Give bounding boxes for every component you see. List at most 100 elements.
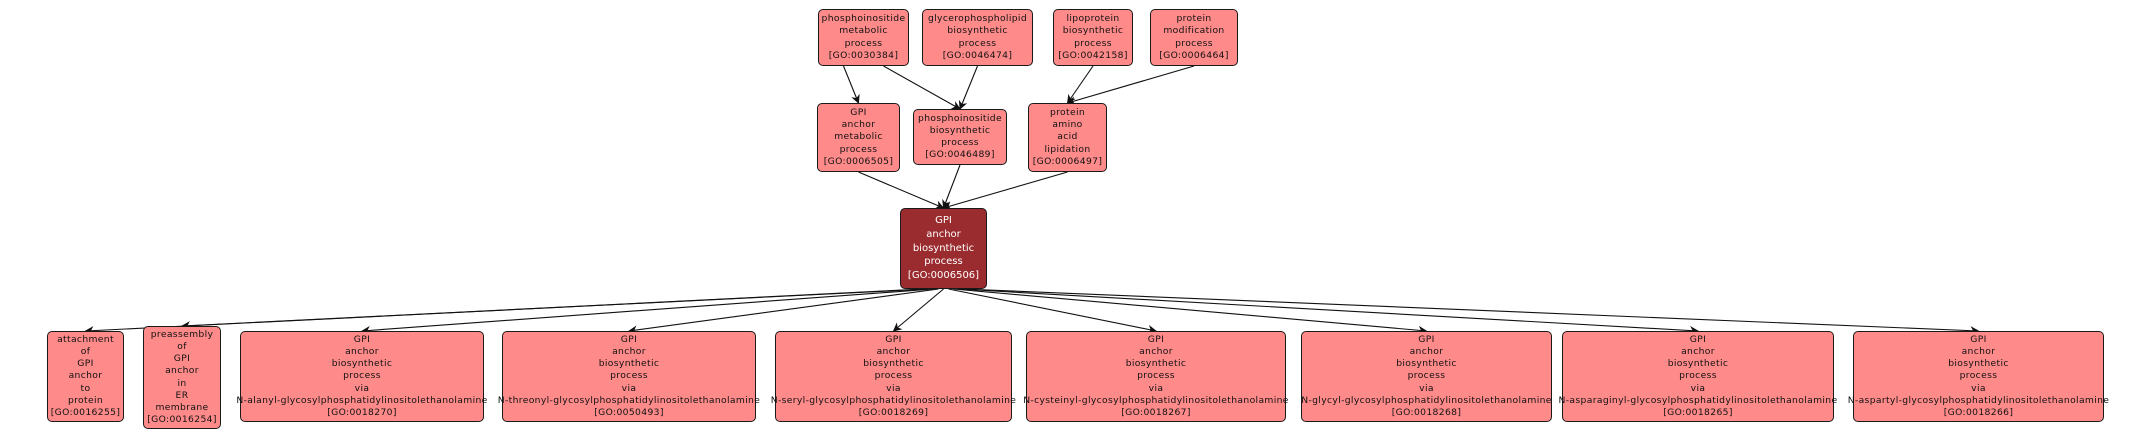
term-label-line: membrane: [155, 401, 209, 413]
term-label-line: anchor: [1681, 346, 1715, 358]
edge-arrow: [958, 65, 979, 110]
term-label-line: anchor: [165, 365, 199, 377]
term-label-line: process: [958, 37, 997, 49]
edge-arrow: [858, 171, 945, 209]
term-label-line: anchor: [1139, 346, 1173, 358]
edge-arrow: [942, 171, 1068, 211]
edge-arrow: [892, 288, 944, 332]
term-label-line: anchor: [345, 346, 379, 358]
term-label-line: GPI: [1689, 334, 1707, 346]
term-label-line: phosphoinositide: [821, 13, 906, 25]
term-label-line: GPI: [1970, 334, 1987, 346]
go-id-label: [GO:0006497]: [1032, 155, 1103, 167]
term-label-line: process: [924, 256, 963, 268]
term-label-line: to: [80, 382, 91, 394]
go-id-label: [GO:0006506]: [907, 270, 980, 282]
term-label-line: anchor: [68, 370, 103, 382]
go-id-label: [GO:0006464]: [1159, 49, 1229, 61]
term-label-line: biosynthetic: [1948, 358, 2009, 370]
go-id-label: [GO:0018270]: [327, 406, 397, 418]
term-label-line: via: [621, 382, 637, 394]
term-label-line: lipidation: [1044, 143, 1091, 155]
term-label-line: process: [343, 370, 381, 382]
term-label-line: protein: [1176, 13, 1212, 25]
edge-arrow: [958, 288, 1699, 336]
term-label-line: process: [874, 370, 913, 382]
term-label-line: GPI: [935, 215, 952, 227]
term-label-line: process: [1137, 370, 1175, 382]
term-label-line: process: [610, 370, 648, 382]
term-label-line: amino: [1052, 119, 1083, 131]
edge-arrow: [883, 65, 961, 110]
edge-arrow: [963, 288, 1980, 336]
term-label-line: N-threonyl-glycosylphosphatidylinositole…: [497, 394, 761, 406]
edge-arrow: [628, 288, 939, 335]
term-label-line: process: [941, 137, 979, 148]
term-label-line: biosynthetic: [929, 124, 991, 136]
term-label-line: anchor: [1961, 346, 1996, 358]
term-label-line: N-seryl-glycosylphosphatidylinositoletha…: [770, 394, 1017, 406]
term-label-line: protein: [67, 394, 104, 406]
term-label-line: process: [844, 37, 883, 49]
term-label-line: process: [1679, 370, 1717, 382]
term-label-line: preassembly: [150, 329, 214, 341]
go-id-label: [GO:0006505]: [823, 155, 894, 167]
go-id-label: [GO:0030384]: [828, 49, 899, 61]
term-label-line: of: [177, 341, 187, 353]
go-id-label: [GO:0016254]: [147, 413, 217, 425]
term-label-line: of: [80, 346, 91, 358]
go-id-label: [GO:0050493]: [594, 406, 664, 418]
go-id-label: [GO:0046474]: [942, 49, 1013, 61]
term-label-line: via: [354, 382, 370, 394]
term-label-line: process: [1074, 37, 1112, 49]
edge-arrow: [361, 288, 934, 335]
term-label-line: anchor: [926, 228, 961, 240]
term-label-line: biosynthetic: [1396, 358, 1457, 370]
term-label-line: biosynthetic: [598, 358, 660, 370]
go-id-label: [GO:0018265]: [1663, 406, 1733, 418]
term-label-line: process: [839, 143, 878, 155]
term-label-line: GPI: [77, 358, 94, 370]
term-label-line: ER: [175, 389, 189, 401]
term-label-line: N-cysteinyl-glycosylphosphatidylinositol…: [1023, 394, 1289, 406]
term-label-line: in: [177, 377, 187, 389]
term-label-line: protein: [1049, 107, 1086, 119]
term-label-line: via: [886, 382, 901, 394]
term-label-line: anchor: [612, 346, 646, 358]
term-label-line: via: [1419, 382, 1434, 394]
go-id-label: [GO:0018266]: [1943, 406, 2014, 418]
term-label-line: N-asparaginyl-glycosylphosphatidylinosit…: [1558, 394, 1838, 406]
edge-arrow: [1066, 65, 1094, 104]
term-label-line: GPI: [173, 353, 191, 365]
go-id-label: [GO:0046489]: [925, 149, 995, 161]
term-label-line: biosynthetic: [1667, 358, 1729, 370]
term-label-line: phosphoinositide: [918, 112, 1002, 124]
term-label-line: biosynthetic: [863, 358, 924, 370]
term-label-line: GPI: [620, 334, 638, 346]
term-label-line: process: [1959, 370, 1998, 382]
term-label-line: N-glycyl-glycosylphosphatidylinositoleth…: [1301, 394, 1552, 406]
term-label-line: biosynthetic: [331, 358, 393, 370]
term-label-line: via: [1971, 382, 1986, 394]
term-label-line: GPI: [1418, 334, 1435, 346]
edge-arrow: [1066, 65, 1195, 106]
edge-arrow: [181, 288, 929, 331]
term-label-line: GPI: [353, 334, 371, 346]
